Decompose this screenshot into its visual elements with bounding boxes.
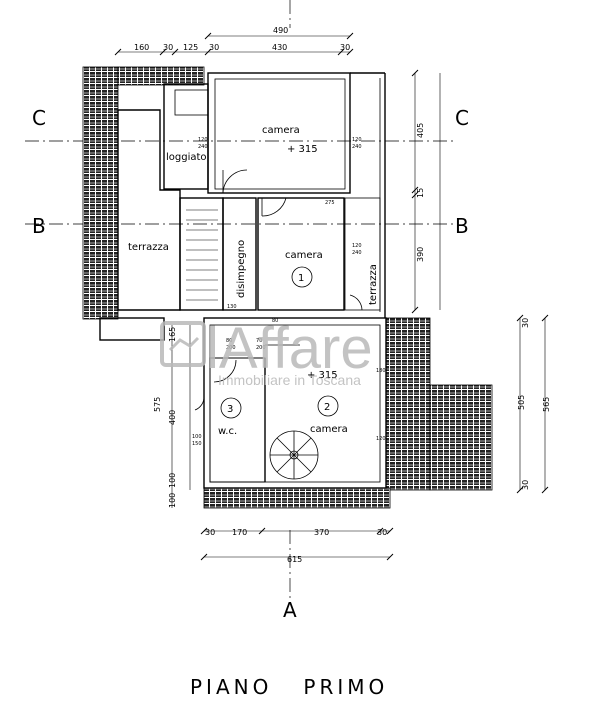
opening-label: 100 <box>192 434 202 440</box>
dim-right2-30a: 30 <box>521 318 530 328</box>
dim-left-100: 100 <box>168 473 177 488</box>
opening-label: 120 <box>352 137 362 143</box>
handshake-icon <box>168 336 200 352</box>
dim-right-405: 405 <box>416 123 425 138</box>
opening-label: 120 <box>198 137 208 143</box>
room-number-circle-3 <box>220 397 242 419</box>
dim-bottom-170: 170 <box>232 528 247 537</box>
dim-bottom-370: 370 <box>314 528 329 537</box>
dim-bottom-30a: 30 <box>205 528 215 537</box>
opening-label: 240 <box>198 144 208 150</box>
room-number-3: 3 <box>227 404 233 415</box>
opening-label: 200 <box>256 345 266 351</box>
room-label-wc: w.c. <box>218 426 237 437</box>
opening-label: 200 <box>226 345 236 351</box>
dim-left-165: 165 <box>168 327 177 342</box>
dim-left-400: 400 <box>168 410 177 425</box>
room-number-2: 2 <box>324 402 330 413</box>
room-number-circle-2 <box>317 395 339 417</box>
room-label-camera-mid: camera <box>285 250 323 261</box>
dim-bottom-total: 615 <box>287 555 302 564</box>
section-mark-c-left: C <box>32 106 46 130</box>
room-height-top: + 315 <box>287 144 318 155</box>
room-label-loggiato: loggiato <box>166 152 207 163</box>
doors <box>194 169 363 411</box>
room-label-terrazza-left: terrazza <box>128 242 169 253</box>
dimension-lines <box>118 35 546 558</box>
dim-top-30b: 30 <box>209 43 219 52</box>
watermark-logo-box <box>160 321 206 367</box>
page-title: PIANO PRIMO <box>190 675 388 699</box>
dim-top-30c: 30 <box>340 43 350 52</box>
dim-left-100b: 100 <box>168 493 177 508</box>
dim-bottom-30b: 30 <box>377 528 387 537</box>
room-number-circle-1 <box>291 266 313 288</box>
dim-right2-565: 565 <box>542 397 551 412</box>
opening-label: 150 <box>192 441 202 447</box>
dimension-ticks <box>114 32 549 561</box>
dim-top-160: 160 <box>134 43 149 52</box>
dim-top-total: 490 <box>273 26 288 35</box>
opening-label: 240 <box>352 250 362 256</box>
dim-right-390: 390 <box>416 247 425 262</box>
room-label-terrazza-right: terrazza <box>368 264 379 305</box>
dim-right2-505: 505 <box>517 395 526 410</box>
opening-label: 120 <box>352 243 362 249</box>
dim-top-430: 430 <box>272 43 287 52</box>
room-label-camera-top: camera <box>262 125 300 136</box>
dim-top-30a: 30 <box>163 43 173 52</box>
section-mark-c-right: C <box>455 106 469 130</box>
section-lines <box>25 0 455 600</box>
opening-label: 80 <box>226 338 232 344</box>
watermark: lAffare Immobiliare in Toscana <box>160 316 373 388</box>
room-number-1: 1 <box>298 273 304 284</box>
room-label-camera-bottom: camera <box>310 424 348 435</box>
spiral-stair <box>269 430 319 480</box>
dim-left-575: 575 <box>153 397 162 412</box>
watermark-tagline: Immobiliare in Toscana <box>218 372 361 388</box>
opening-label: 180 <box>376 368 386 374</box>
section-mark-a: A <box>283 598 297 622</box>
section-mark-b-right: B <box>455 214 469 238</box>
dim-top-125: 125 <box>183 43 198 52</box>
dim-right-15: 15 <box>416 188 425 198</box>
opening-label: 120 <box>376 436 386 442</box>
opening-label: 130 <box>227 304 237 310</box>
watermark-brand: lAffare <box>206 316 373 381</box>
section-mark-b-left: B <box>32 214 46 238</box>
opening-label: 80 <box>272 318 278 324</box>
dim-right2-30b: 30 <box>521 480 530 490</box>
opening-label: 240 <box>352 144 362 150</box>
room-label-disimpegno: disimpegno <box>236 240 247 298</box>
opening-label: 275 <box>325 200 335 206</box>
room-height-bottom: + 315 <box>307 370 338 381</box>
opening-label: 70 <box>256 338 262 344</box>
